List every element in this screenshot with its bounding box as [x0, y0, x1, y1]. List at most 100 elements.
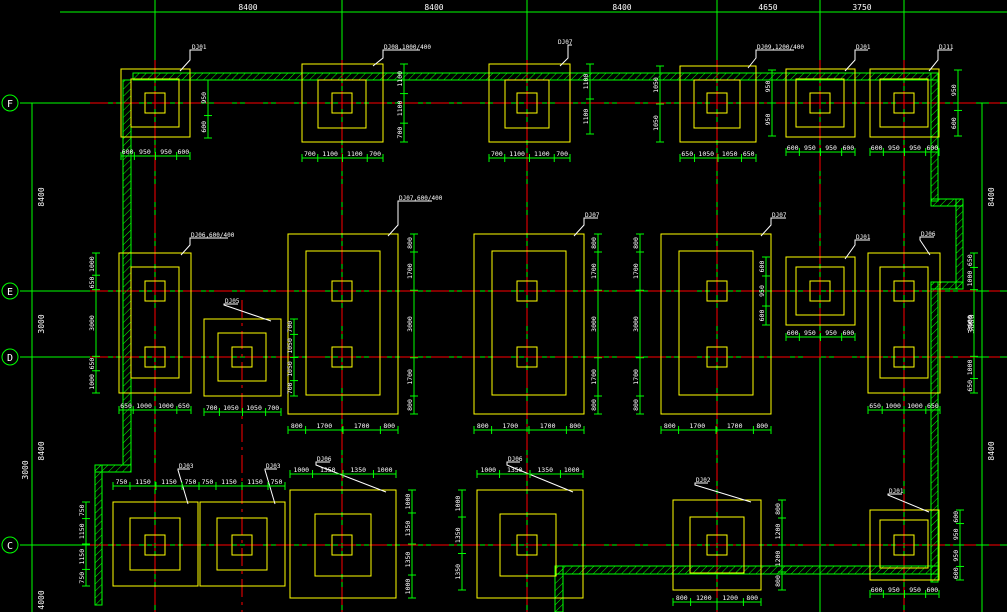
label-C1: DJ03: [179, 463, 194, 470]
dim-c6_b-1: 950: [888, 586, 900, 594]
footing-E4[interactable]: [473, 233, 585, 415]
top-span-5: 3750: [852, 3, 871, 12]
dim-e7_s-4: 650: [966, 380, 974, 392]
dim-e4_b-2: 1700: [540, 422, 556, 430]
footing-F3[interactable]: [488, 63, 571, 143]
dim-f6_s-1: 600: [950, 117, 958, 129]
label-F6: DJ11: [939, 44, 954, 51]
footing-E5[interactable]: [660, 233, 772, 415]
dim-c5_s-0: 800: [774, 503, 782, 515]
dim-c12_t-0: 750: [116, 478, 128, 486]
dim-f2_s-1: 1100: [396, 100, 404, 116]
label-E2: DJ05: [225, 298, 240, 305]
dim-e7_s-1: 1000: [966, 271, 974, 287]
dim-c4_t-1: 1350: [507, 466, 523, 474]
dim-f2_b-3: 700: [369, 150, 381, 158]
dim-c6_s-2: 950: [952, 550, 960, 562]
dim-f4_b-2: 1050: [722, 150, 738, 158]
dim-e2_s-0: 700: [286, 321, 294, 333]
dim-f2_b-2: 1100: [347, 150, 363, 158]
axis-bubble-D[interactable]: D: [1, 348, 19, 366]
label-F3: DJ07: [558, 39, 573, 46]
dim-f3_b-1: 1100: [509, 150, 525, 158]
dim-c5_b-3: 800: [746, 594, 758, 602]
footing-C4[interactable]: [476, 489, 584, 599]
dim-e5_b-3: 800: [756, 422, 768, 430]
dim-e2_b-2: 1050: [246, 404, 262, 412]
label-E7: DJ06: [921, 231, 936, 238]
dim-e7_s-2: 3000: [966, 315, 974, 331]
dim-c3_t-2: 1350: [350, 466, 366, 474]
dim-c5_b-1: 1200: [696, 594, 712, 602]
label-C3: DJ06: [317, 456, 332, 463]
dim-e6_s-2: 600: [758, 310, 766, 322]
dim-c6_b-3: 600: [926, 586, 938, 594]
dim-c12_t-6: 1150: [247, 478, 263, 486]
dim-e1_s-1: 650: [88, 276, 96, 288]
dim-c6_s-0: 600: [952, 511, 960, 523]
top-span-4: 4650: [758, 3, 777, 12]
dim-c12_t-4: 750: [202, 478, 214, 486]
dim-e3_b-0: 800: [291, 422, 303, 430]
dim-f5_b-1: 950: [804, 144, 816, 152]
dim-e3_s-4: 800: [406, 399, 414, 411]
footing-F6[interactable]: [869, 68, 940, 138]
dim-e5_s-1: 1700: [632, 263, 640, 279]
footing-F5[interactable]: [785, 68, 856, 138]
footing-E1[interactable]: [118, 252, 192, 394]
footing-C6[interactable]: [869, 509, 940, 581]
label-E1: DJ06,600/400: [191, 232, 235, 239]
dim-e4_s-3: 1700: [590, 369, 598, 385]
dim-e5_s-3: 1700: [632, 369, 640, 385]
left-dim-4: 3000: [21, 460, 30, 479]
dim-c3_s-0: 1000: [404, 494, 412, 510]
axis-label-E: E: [7, 287, 13, 298]
footing-C1[interactable]: [112, 501, 199, 587]
footing-E2[interactable]: [203, 318, 282, 397]
axis-label-F: F: [7, 99, 13, 110]
dim-c6_s-3: 600: [952, 567, 960, 579]
dim-c4_s-2: 1350: [454, 564, 462, 580]
dim-c6_b-2: 950: [909, 586, 921, 594]
dim-e1_b-2: 1000: [158, 402, 174, 410]
footing-E6[interactable]: [785, 256, 856, 326]
dim-e3_b-2: 1700: [354, 422, 370, 430]
dim-f3_s-0: 1100: [582, 74, 590, 90]
footing-F1[interactable]: [120, 68, 191, 138]
label-F5: DJ01: [856, 44, 871, 51]
dim-e1_s-2: 3000: [88, 315, 96, 331]
dim-e4_s-1: 1700: [590, 263, 598, 279]
dim-f4_s-1: 1050: [652, 115, 660, 131]
top-span-2: 8400: [424, 3, 443, 12]
label-C6: DJ01: [889, 488, 904, 495]
dim-e5_s-0: 800: [632, 237, 640, 249]
dim-e1_b-3: 650: [178, 402, 190, 410]
left-dim-2: 3000: [37, 314, 46, 333]
axis-bubble-E[interactable]: E: [1, 282, 19, 300]
dim-c3_s-1: 1350: [404, 521, 412, 537]
dim-c3_t-1: 1350: [320, 466, 336, 474]
footing-C2[interactable]: [199, 501, 286, 587]
dim-e4_s-4: 800: [590, 399, 598, 411]
dim-e7_b-1: 1000: [885, 402, 901, 410]
dim-f3_b-2: 1100: [534, 150, 550, 158]
label-F2: DJ08,1000/400: [384, 44, 431, 51]
dim-c4_t-0: 1000: [480, 466, 496, 474]
axis-label-D: D: [7, 353, 13, 364]
footing-E3[interactable]: [287, 233, 399, 415]
dim-e1_s-3: 650: [88, 358, 96, 370]
dim-e3_s-2: 3000: [406, 316, 414, 332]
axis-bubble-F[interactable]: F: [1, 94, 19, 112]
footing-C3[interactable]: [289, 489, 397, 599]
dim-c4_t-3: 1000: [564, 466, 580, 474]
footing-F2[interactable]: [301, 63, 384, 143]
dim-e5_b-1: 1700: [689, 422, 705, 430]
axis-bubble-C[interactable]: C: [1, 536, 19, 554]
footing-E7[interactable]: [867, 252, 941, 394]
footing-F4[interactable]: [679, 65, 757, 143]
dim-e2_s-1: 1050: [286, 338, 294, 354]
dim-f1_b-2: 950: [160, 148, 172, 156]
footing-C5[interactable]: [672, 499, 762, 591]
label-E3: DJ07,600/400: [399, 195, 443, 202]
